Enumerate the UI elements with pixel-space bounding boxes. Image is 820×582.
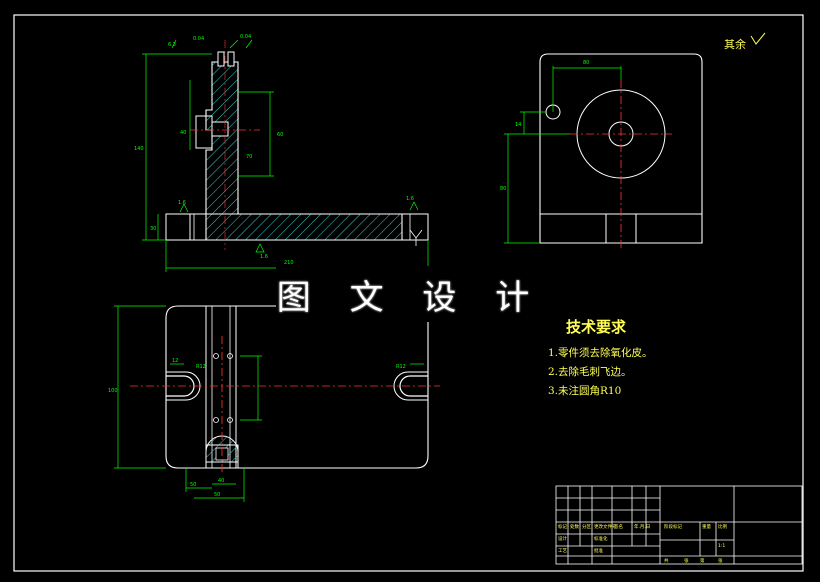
dim-top-w1: 50 (190, 482, 196, 488)
tech-requirement-item: 2.去除毛刺飞边。 (548, 366, 632, 378)
title-block (555, 485, 803, 565)
side-view: 80 14 80 (500, 53, 703, 248)
tb-cell: 1:1 (718, 544, 726, 549)
dim-top-w2: 40 (218, 478, 224, 484)
dim-front-height: 140 (134, 146, 144, 152)
roughness-icon (750, 32, 766, 45)
tb-cell: 工艺 (558, 549, 567, 554)
tech-requirement-item: 3.未注圆角R10 (548, 385, 622, 397)
front-section-body (205, 61, 403, 241)
dim-front-top-right-2: 0.04 (240, 34, 251, 40)
tb-cell: 共 (664, 559, 669, 564)
tb-cell: 分区 (582, 525, 591, 530)
dim-top-height: 100 (108, 388, 118, 394)
tb-cell: 年.月.日 (634, 525, 651, 530)
dim-front-mid-height: 70 (246, 154, 252, 160)
front-view: 6.3 0.04 0.04 140 60 70 40 30 1.6 1.6 21… (134, 34, 429, 272)
dim-front-base: 30 (150, 226, 156, 232)
tb-cell: 张 (718, 559, 723, 564)
tb-cell: 更改文件号 (594, 525, 617, 530)
tb-cell: 签名 (614, 525, 623, 530)
drawing-frame (13, 14, 804, 572)
tb-cell: 比例 (718, 525, 727, 530)
tb-cell: 阶段标记 (664, 525, 682, 530)
side-outline (539, 53, 703, 244)
dim-top-w3: 50 (214, 492, 220, 498)
dim-front-foot: 1.6 (260, 254, 268, 260)
dim-front-top-left: 6.3 (168, 42, 176, 48)
tb-cell: 设计 (558, 537, 567, 542)
surface-finish-note: 其余 (724, 32, 766, 52)
dim-front-small-left: 1.6 (178, 200, 186, 206)
dim-front-top-right-1: 0.04 (193, 36, 204, 42)
dim-side-width: 80 (583, 60, 589, 66)
dim-front-slot-height: 60 (277, 132, 283, 138)
tech-requirement-item: 1.零件须去除氧化皮。 (548, 347, 653, 359)
tb-cell: 处数 (570, 525, 579, 530)
dim-front-base-width: 210 (284, 260, 294, 266)
dim-front-small-right: 1.6 (406, 196, 414, 202)
tb-cell: 张 (684, 559, 689, 564)
tb-cell: 重量 (702, 525, 711, 530)
dim-top-r1: R12 (196, 364, 206, 370)
tb-cell: 第 (700, 559, 705, 564)
tb-cell: 标记 (558, 525, 567, 530)
top-outline (165, 305, 429, 469)
top-view: 100 R12 R12 50 40 50 12 (108, 305, 440, 502)
dim-front-center: 40 (180, 130, 186, 136)
tech-requirements-list: 1.零件须去除氧化皮。 2.去除毛刺飞边。 3.未注圆角R10 (548, 344, 653, 401)
finish-note-text: 其余 (724, 38, 746, 51)
dim-side-hole: 14 (515, 122, 521, 128)
tb-cell: 标准化 (594, 537, 608, 542)
dim-side-height: 80 (500, 186, 506, 192)
tech-requirements-title: 技术要求 (566, 318, 627, 336)
watermark: 图 文 设 计 (276, 266, 544, 322)
dim-top-r2: R12 (396, 364, 406, 370)
surface-finish-symbol (409, 229, 423, 246)
dim-top-slot: 12 (172, 358, 178, 364)
tb-cell: 批准 (594, 549, 603, 554)
